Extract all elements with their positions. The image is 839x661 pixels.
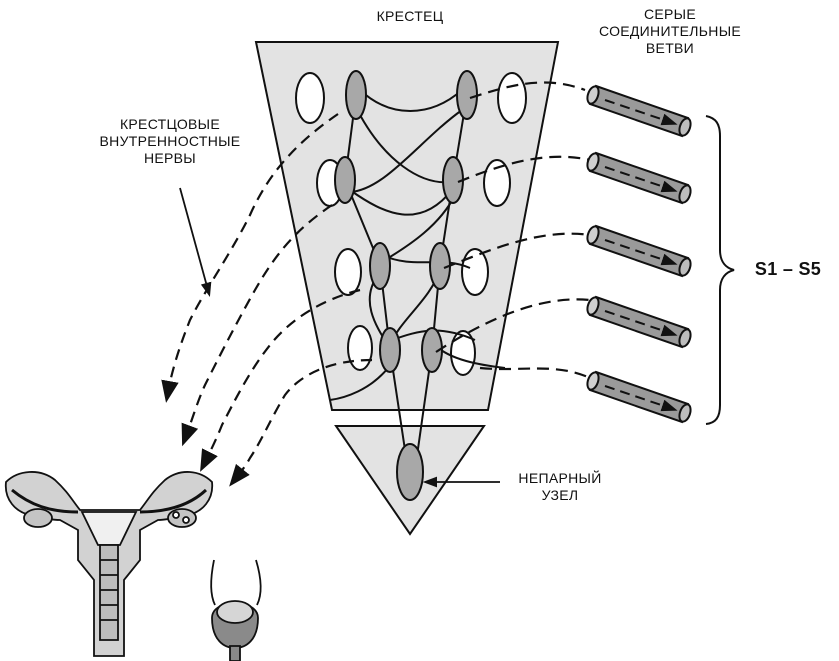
- gray-ramus-cylinder: [586, 295, 692, 349]
- segments-label: S1 – S5: [754, 259, 822, 279]
- splanchnic-pointer-arrow: [179, 187, 212, 297]
- gray-ramus-cylinder: [586, 84, 692, 138]
- gray-rami-cylinders: [586, 84, 692, 424]
- brace: [705, 115, 735, 425]
- splanchnic-nerve-paths: [161, 113, 373, 487]
- sacral-foramina: [295, 72, 527, 376]
- gray-ramus-cylinder: [586, 151, 692, 205]
- gray-ramus-cylinder: [586, 370, 692, 424]
- ganglion-impar-label: НЕПАРНЫЙ УЗЕЛ: [518, 470, 602, 503]
- gray-rami-paths: [435, 81, 591, 380]
- ganglion-impar-shape: [396, 443, 424, 501]
- splanchnic-nerves-label: КРЕСТЦОВЫЕ ВНУТРЕННОСТНЫЕ НЕРВЫ: [99, 116, 241, 166]
- gray-ramus-cylinder: [586, 224, 692, 278]
- uterus-illustration: [4, 471, 214, 657]
- sacrum-shape: [254, 41, 560, 411]
- gray-rami-label: СЕРЫЕ СОЕДИНИТЕЛЬНЫЕ ВЕТВИ: [598, 6, 742, 56]
- bladder-illustration: [210, 559, 262, 661]
- sacrum-label: КРЕСТЕЦ: [376, 8, 444, 24]
